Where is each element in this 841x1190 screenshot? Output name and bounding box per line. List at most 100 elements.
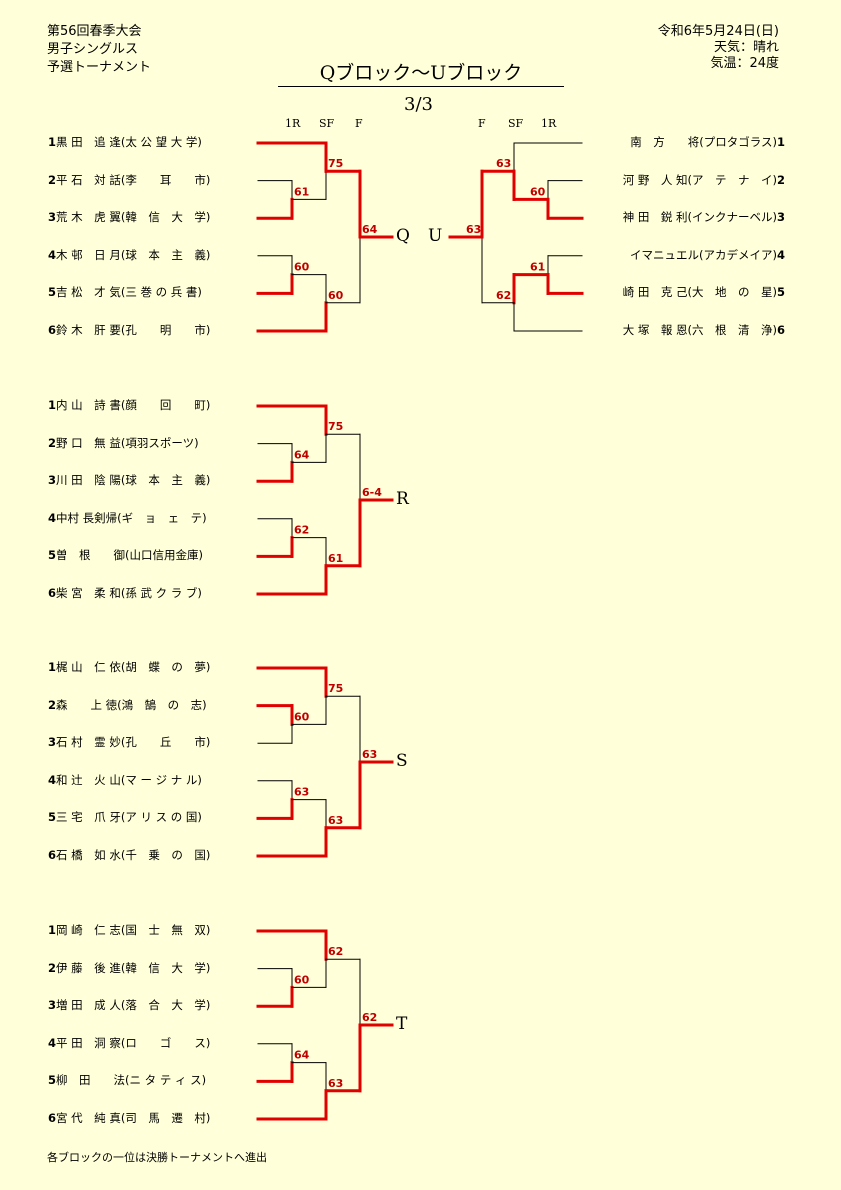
player-row: 2伊 藤 後 進(韓 信 大 学)	[48, 961, 210, 975]
seed-number: 5	[48, 548, 57, 563]
seed-number: 4	[48, 510, 57, 525]
player-name: 大 塚 報 恩	[622, 323, 688, 337]
block-letter-t: T	[396, 1014, 408, 1034]
player-affiliation: (球 本 主 義)	[120, 247, 211, 262]
player-affiliation: (プロタゴラス)	[699, 135, 777, 149]
player-row: 3荒 木 虎 翼(韓 信 大 学)	[48, 210, 210, 224]
seed-number: 4	[48, 247, 57, 262]
score-sf-bottom: 63	[328, 1077, 343, 1090]
score-sf-bottom: 62	[496, 289, 511, 302]
score-r1-top: 61	[294, 185, 309, 198]
player-row: 5吉 松 才 気(三 巻 の 兵 書)	[48, 285, 202, 299]
seed-number: 4	[776, 247, 785, 262]
event-name: 男子シングルス	[47, 42, 139, 57]
score-sf-bottom: 63	[328, 814, 343, 827]
score-sf-top: 63	[496, 157, 511, 170]
player-affiliation: (韓 信 大 学)	[120, 210, 211, 225]
score-r1-top: 60	[530, 185, 546, 198]
player-affiliation: (ニ タ テ ィ ス)	[125, 1073, 207, 1088]
player-name: 曽 根 御	[56, 548, 126, 563]
player-affiliation: (司 馬 遷 村)	[120, 1111, 211, 1125]
stage-name: 予選トーナメント	[47, 60, 152, 75]
round-label-1r-left: 1R	[285, 117, 301, 130]
player-name: 岡 崎 仁 志	[56, 923, 121, 937]
score-final: 6-4	[362, 486, 382, 499]
seed-number: 6	[776, 323, 785, 337]
score-sf-top: 75	[328, 682, 343, 695]
player-row: 南 方 将(プロタゴラス)1	[630, 135, 785, 149]
score-sf-top: 62	[328, 945, 343, 958]
player-name: 石 村 霊 妙	[56, 735, 121, 750]
seed-number: 3	[48, 210, 57, 225]
player-name: 吉 松 才 気	[56, 285, 121, 300]
score-sf-bottom: 61	[328, 552, 343, 565]
round-label-f-left: F	[355, 117, 363, 130]
seed-number: 1	[776, 135, 785, 149]
player-name: 荒 木 虎 翼	[56, 210, 121, 225]
score-r1-bottom: 62	[294, 524, 309, 537]
block-letter-r: R	[396, 489, 409, 509]
player-row: 6柴 宮 柔 和(孫 武 ク ラ ブ)	[48, 586, 202, 600]
player-name: 野 口 無 益	[56, 435, 121, 450]
player-name: 森 上 徳	[56, 697, 118, 712]
player-affiliation: (三 巻 の 兵 書)	[120, 285, 202, 300]
player-name: 宮 代 純 真	[56, 1111, 121, 1125]
player-affiliation: (韓 信 大 学)	[120, 960, 211, 975]
player-row: 3石 村 霊 妙(孔 丘 市)	[48, 735, 210, 749]
seed-number: 2	[48, 172, 57, 187]
player-row: 崎 田 克 己(大 地 の 星)5	[623, 285, 785, 299]
temperature-label: 気温：24度	[710, 56, 779, 71]
player-row: 1内 山 詩 書(顔 回 町)	[48, 398, 210, 412]
player-affiliation: (項羽スポーツ)	[120, 435, 199, 450]
player-affiliation: (李 耳 市)	[120, 172, 211, 187]
seed-number: 6	[48, 848, 57, 862]
player-row: 4和 辻 火 山(マ ー ジ ナ ル)	[48, 773, 202, 787]
player-affiliation: (孔 丘 市)	[120, 735, 211, 750]
player-name: 柴 宮 柔 和	[56, 586, 121, 600]
score-final: 64	[362, 223, 378, 236]
player-affiliation: (アカデメイア)	[699, 247, 777, 262]
round-label-sf-right: SF	[508, 117, 524, 130]
seed-number: 6	[48, 586, 57, 600]
seed-number: 1	[48, 135, 57, 149]
player-affiliation: (ア テ ナ イ)	[687, 172, 777, 187]
seed-number: 3	[48, 473, 57, 488]
seed-number: 1	[48, 660, 57, 674]
player-row: 河 野 人 知(ア テ ナ イ)2	[623, 173, 785, 187]
player-affiliation: (鴻 鵠 の 志)	[117, 697, 207, 712]
player-name: 南 方 将	[630, 135, 700, 149]
player-affiliation: (山口信用金庫)	[125, 548, 203, 563]
player-row: 2野 口 無 益(項羽スポーツ)	[48, 436, 199, 450]
score-final: 63	[362, 748, 377, 761]
player-row: 5三 宅 爪 牙(ア リ ス の 国)	[48, 810, 202, 824]
player-affiliation: (ギ ョ ェ テ)	[117, 510, 207, 525]
score-r1-bottom: 64	[294, 1049, 310, 1062]
seed-number: 1	[48, 398, 57, 412]
seed-number: 4	[48, 772, 57, 787]
player-row: 1黒 田 追 逢(太 公 望 大 学)	[48, 135, 202, 149]
player-row: 5曽 根 御(山口信用金庫)	[48, 548, 203, 562]
round-label-1r-right: 1R	[541, 117, 557, 130]
round-label-f-right: F	[478, 117, 486, 130]
block-letter-q: Q	[396, 226, 410, 246]
player-row: 1岡 崎 仁 志(国 士 無 双)	[48, 923, 210, 937]
score-r1-bottom: 60	[294, 261, 310, 274]
date-label: 令和6年5月24日(日)	[657, 24, 779, 39]
seed-number: 5	[776, 285, 785, 300]
player-name: 増 田 成 人	[56, 998, 121, 1013]
player-name: 平 田 洞 察	[56, 1035, 121, 1050]
player-row: 大 塚 報 恩(六 根 清 浄)6	[623, 323, 785, 337]
player-name: 梶 山 仁 依	[56, 660, 121, 674]
seed-number: 3	[776, 210, 785, 225]
player-name: 三 宅 爪 牙	[56, 810, 121, 825]
player-row: 神 田 鋭 利(インクナーベル)3	[623, 210, 785, 224]
player-affiliation: (六 根 清 浄)	[687, 323, 777, 337]
seed-number: 2	[48, 697, 57, 712]
player-row: 5柳 田 法(ニ タ テ ィ ス)	[48, 1073, 206, 1087]
seed-number: 4	[48, 1035, 57, 1050]
player-row: 2森 上 徳(鴻 鵠 の 志)	[48, 698, 207, 712]
player-affiliation: (孔 明 市)	[120, 323, 211, 337]
score-final: 62	[362, 1011, 377, 1024]
player-name: 黒 田 追 逢	[56, 135, 121, 149]
seed-number: 2	[48, 960, 57, 975]
